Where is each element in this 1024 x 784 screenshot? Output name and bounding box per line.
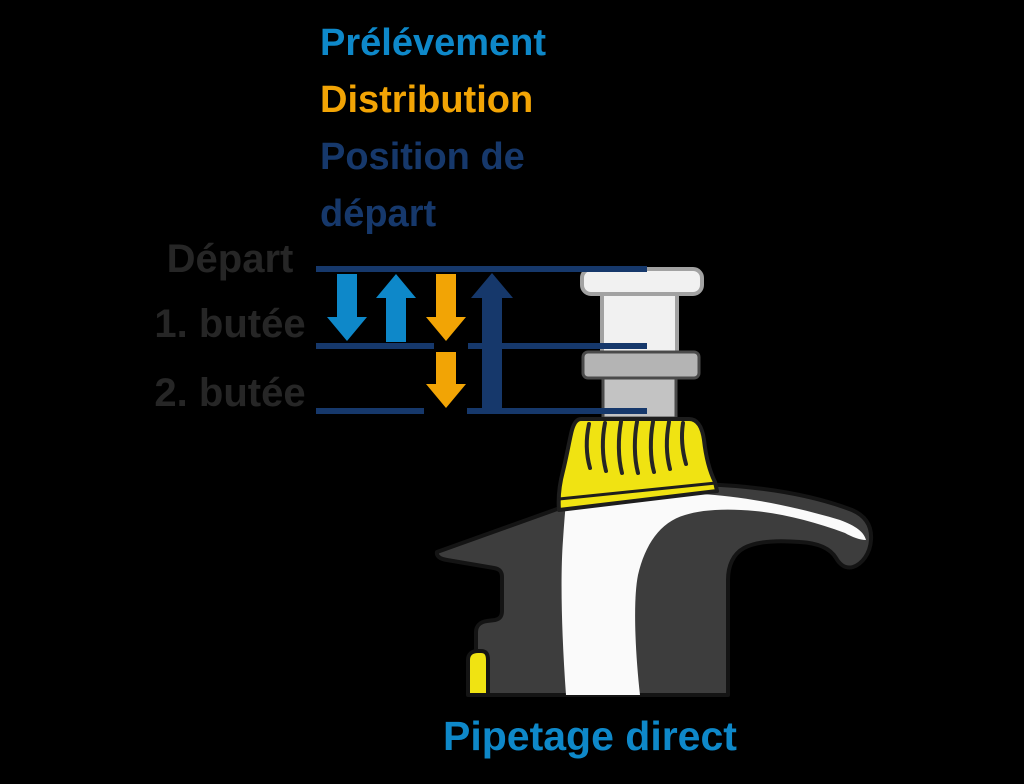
- stop-line-butee2-right: [467, 408, 647, 414]
- body-stripe: [561, 494, 866, 695]
- stop-line-depart: [316, 266, 647, 272]
- stop-line-butee2-left: [316, 408, 424, 414]
- stop-collar: [581, 350, 701, 380]
- stop-label-depart: Départ: [166, 237, 294, 281]
- pipette-plunger: [580, 267, 704, 420]
- pipette-body-shape: [434, 482, 874, 697]
- arrow-distribution-down-1: [426, 274, 466, 341]
- ring-band-line: [558, 481, 717, 501]
- stop-line-butee1-right: [468, 343, 647, 349]
- arrow-prelevement-up: [376, 274, 416, 342]
- arrow-position-depart-up: [471, 273, 513, 414]
- legend: Prélévement Distribution Position de dép…: [320, 15, 592, 243]
- page-title: Pipetage direct: [443, 713, 737, 759]
- stop-label-butee2: 2. butée: [154, 371, 306, 415]
- stop-line-butee1-left: [316, 343, 434, 349]
- stop-lines: [316, 266, 647, 414]
- stop-label-butee1: 1. butée: [154, 302, 306, 346]
- legend-item-position-depart: Position de départ: [320, 136, 525, 235]
- ring-knurls: [584, 420, 688, 475]
- mode-arrows: [327, 273, 513, 414]
- arrow-distribution-down-2: [426, 352, 466, 408]
- arrow-prelevement-down: [327, 274, 367, 341]
- legend-item-prelevement: Prélévement: [320, 22, 547, 64]
- side-button: [466, 649, 490, 697]
- legend-item-distribution: Distribution: [320, 79, 534, 121]
- volume-ring: [556, 417, 719, 512]
- plunger-button: [580, 267, 704, 296]
